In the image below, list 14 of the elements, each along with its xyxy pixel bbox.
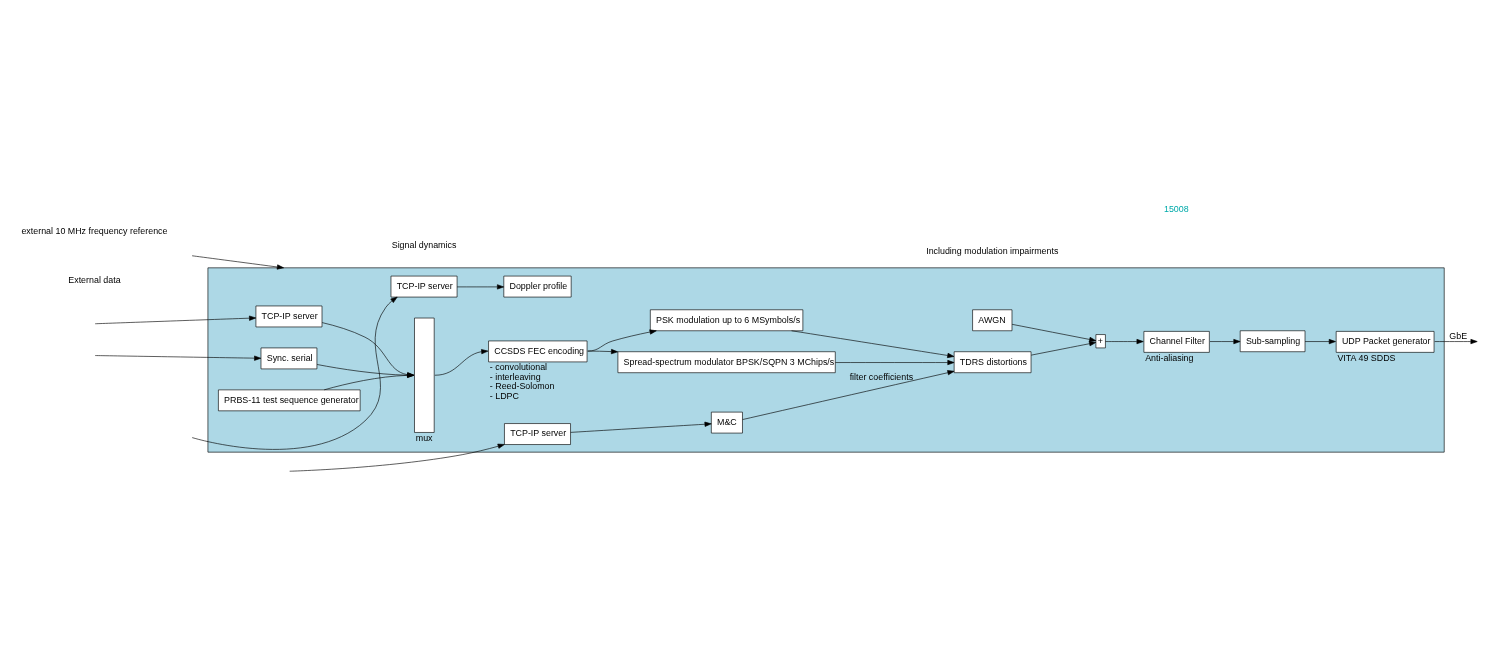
label: Including modulation impairments [926, 245, 1059, 256]
node-label: Anti-aliasing [1145, 352, 1194, 363]
label: external 10 MHz frequency reference [21, 225, 168, 236]
label: 15008 [1163, 203, 1189, 214]
label: External data [68, 274, 121, 285]
edge-label: GbE [1449, 330, 1468, 341]
node-label: - interleaving [489, 371, 541, 382]
edge-label: filter coefficients [849, 371, 914, 382]
node-label: - convolutional [489, 361, 548, 372]
node-label: VITA 49 SDDS [1337, 352, 1396, 363]
label: Signal dynamics [391, 239, 457, 250]
node-label: mux [415, 432, 433, 443]
node-label: - Reed-Solomon [489, 380, 555, 391]
node-label: - LDPC [489, 390, 519, 401]
